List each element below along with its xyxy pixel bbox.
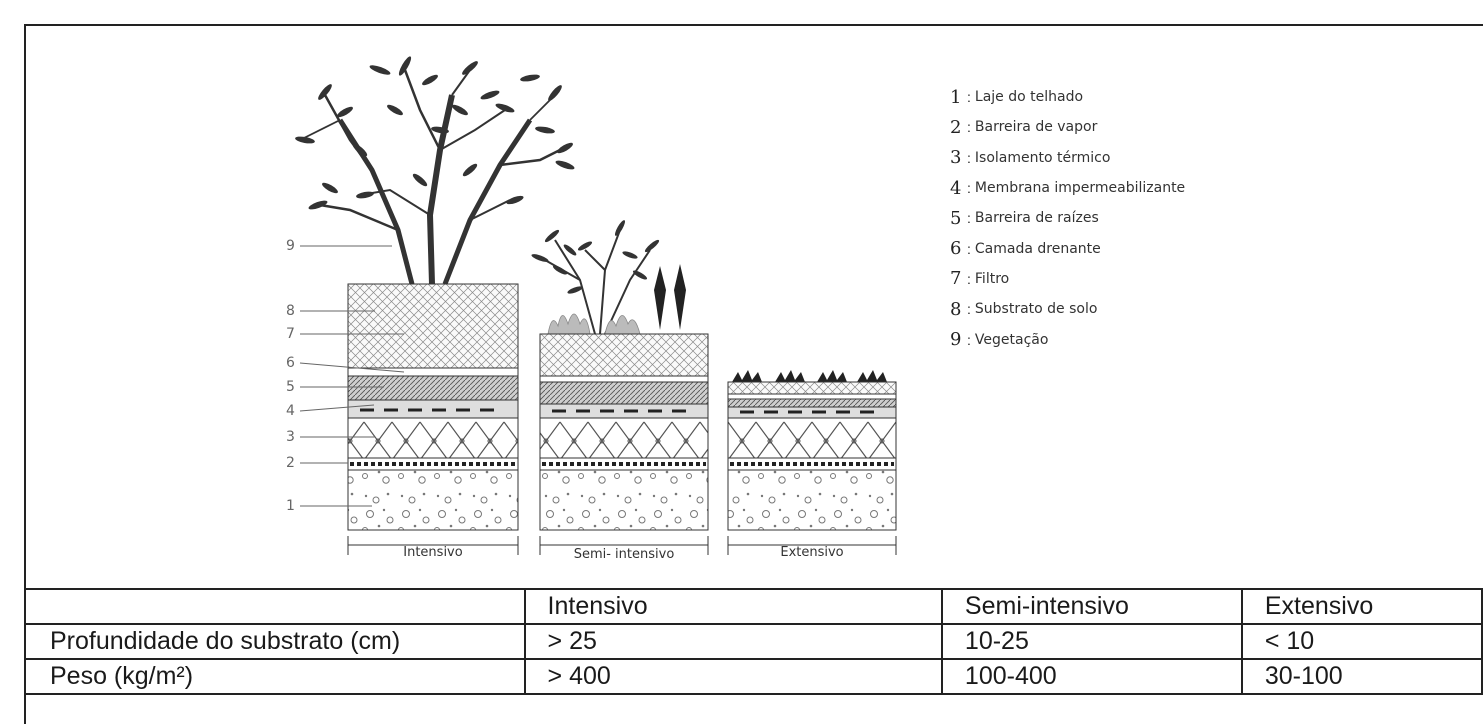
legend-label: Barreira de vapor [974, 119, 1098, 136]
table-cell: > 400 [523, 658, 943, 695]
table-header-cell: Extensivo [1240, 588, 1483, 625]
number-label-1: 1 [286, 498, 295, 514]
number-label-5: 5 [286, 379, 295, 395]
legend-item: 8 : Substrato de solo [950, 294, 1185, 324]
legend-separator: : [967, 301, 971, 318]
figure-frame [24, 24, 1483, 724]
table-cell: 100-400 [940, 658, 1243, 695]
number-label-4: 4 [286, 403, 295, 419]
legend-item: 3 : Isolamento térmico [950, 143, 1185, 173]
layer-roof-slab [727, 469, 897, 531]
extensive-column: Extensivo [727, 370, 897, 560]
tree-leaves [295, 56, 575, 210]
legend-number: 5 [950, 207, 962, 229]
legend-separator: : [967, 240, 971, 257]
legend-separator: : [967, 149, 971, 166]
layer-roof-slab [539, 469, 709, 531]
conifer-plants [654, 264, 686, 330]
layer-number-labels: 9 8 7 6 5 4 3 2 1 [286, 238, 405, 514]
legend-number: 9 [950, 329, 962, 351]
table-row-label: Peso (kg/m²) [24, 658, 526, 695]
legend-label: Substrato de solo [974, 301, 1098, 318]
table-row: Profundidade do substrato (cm) > 25 10-2… [24, 623, 1483, 660]
table-cell: 30-100 [1240, 658, 1483, 695]
comparison-table: Intensivo Semi-intensivo Extensivo Profu… [24, 588, 1483, 695]
layer-legend: 1 : Laje do telhado 2 : Barreira de vapo… [950, 82, 1185, 355]
legend-label: Membrana impermeabilizante [974, 180, 1186, 197]
number-label-9: 9 [286, 238, 295, 254]
legend-number: 2 [950, 116, 962, 138]
table-cell: < 10 [1240, 623, 1483, 660]
legend-separator: : [967, 89, 971, 106]
legend-label: Filtro [974, 270, 1010, 287]
number-label-8: 8 [286, 303, 295, 319]
legend-label: Barreira de raízes [974, 210, 1099, 227]
shrub-leaves [531, 220, 660, 294]
table-cell: 10-25 [940, 623, 1243, 660]
table-header-cell: Semi-intensivo [940, 588, 1243, 625]
table-header-cell [24, 588, 526, 625]
table-row-label: Profundidade do substrato (cm) [24, 623, 526, 660]
number-label-6: 6 [286, 355, 295, 371]
legend-separator: : [967, 180, 971, 197]
layer-drainage [539, 381, 709, 405]
legend-label: Laje do telhado [974, 89, 1084, 106]
legend-number: 1 [950, 86, 962, 108]
legend-label: Isolamento térmico [974, 149, 1111, 166]
legend-number: 6 [950, 238, 962, 260]
column-label-extensive: Extensivo [780, 545, 843, 560]
number-label-2: 2 [286, 455, 295, 471]
legend-item: 5 : Barreira de raízes [950, 203, 1185, 233]
layer-drainage [727, 398, 897, 408]
legend-label: Camada drenante [974, 240, 1101, 257]
layer-roof-slab [347, 469, 519, 531]
layer-insulation [727, 417, 897, 459]
legend-separator: : [967, 331, 971, 348]
layer-insulation [347, 417, 519, 459]
legend-item: 1 : Laje do telhado [950, 82, 1185, 112]
layer-substrate [347, 283, 519, 369]
legend-separator: : [967, 210, 971, 227]
column-label-intensive: Intensivo [403, 545, 462, 560]
layer-insulation [539, 417, 709, 459]
layer-filter [539, 375, 709, 383]
grass-tuft [547, 313, 641, 335]
legend-item: 4 : Membrana impermeabilizante [950, 173, 1185, 203]
intensive-column: 9 8 7 6 5 4 3 2 1 Intensivo [286, 56, 575, 560]
semi-intensive-column: Semi- intensivo [531, 220, 709, 562]
layer-substrate [727, 381, 897, 395]
sedum-plants [732, 370, 887, 382]
table-header-cell: Intensivo [523, 588, 943, 625]
legend-number: 7 [950, 268, 962, 290]
legend-number: 4 [950, 177, 962, 199]
legend-number: 8 [950, 298, 962, 320]
legend-label: Vegetação [974, 331, 1049, 348]
table-cell: > 25 [523, 623, 943, 660]
number-label-3: 3 [286, 429, 295, 445]
tree-vegetation [299, 69, 561, 285]
table-row: Peso (kg/m²) > 400 100-400 30-100 [24, 658, 1483, 695]
column-label-semi-intensive: Semi- intensivo [574, 547, 675, 562]
layer-substrate [539, 333, 709, 377]
layer-filter [727, 393, 897, 400]
green-roof-diagram: 9 8 7 6 5 4 3 2 1 Intensivo [286, 56, 897, 562]
legend-item: 7 : Filtro [950, 264, 1185, 294]
number-label-7: 7 [286, 326, 295, 342]
legend-item: 9 : Vegetação [950, 324, 1185, 354]
legend-item: 6 : Camada drenante [950, 233, 1185, 263]
table-header-row: Intensivo Semi-intensivo Extensivo [24, 588, 1483, 625]
legend-number: 3 [950, 147, 962, 169]
legend-item: 2 : Barreira de vapor [950, 112, 1185, 142]
legend-separator: : [967, 270, 971, 287]
layer-drainage [347, 375, 519, 401]
legend-separator: : [967, 119, 971, 136]
